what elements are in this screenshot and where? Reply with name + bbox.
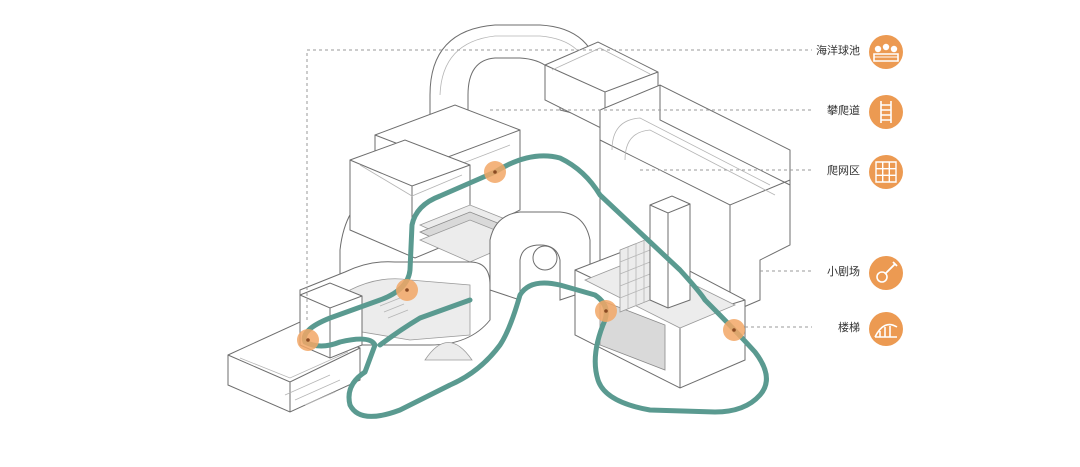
marker-climbing xyxy=(396,279,418,301)
guitar-icon xyxy=(869,256,903,290)
marker-stairs-right xyxy=(723,319,745,341)
net-panel xyxy=(619,237,651,313)
legend-label-theater: 小剧场 xyxy=(827,264,860,278)
leader-lines xyxy=(306,49,812,328)
marker-ball-pool xyxy=(484,161,506,183)
legend-label-net: 爬网区 xyxy=(827,164,860,177)
legend-label-climbing: 攀爬道 xyxy=(827,103,860,117)
ladder-icon xyxy=(869,95,903,129)
ball-pool-icon xyxy=(869,35,903,69)
net-grid-icon xyxy=(869,155,903,189)
stairs-icon xyxy=(869,312,903,346)
marker-stairs-left xyxy=(297,329,319,351)
marker-theater xyxy=(595,300,617,322)
legend-label-stairs: 楼梯 xyxy=(838,320,860,334)
structure-drawing xyxy=(227,24,791,413)
legend: 海洋球池 攀爬道 爬网区 小剧场 楼梯 xyxy=(816,35,903,346)
legend-label-ball-pool: 海洋球池 xyxy=(816,43,860,57)
route-markers xyxy=(297,161,745,351)
